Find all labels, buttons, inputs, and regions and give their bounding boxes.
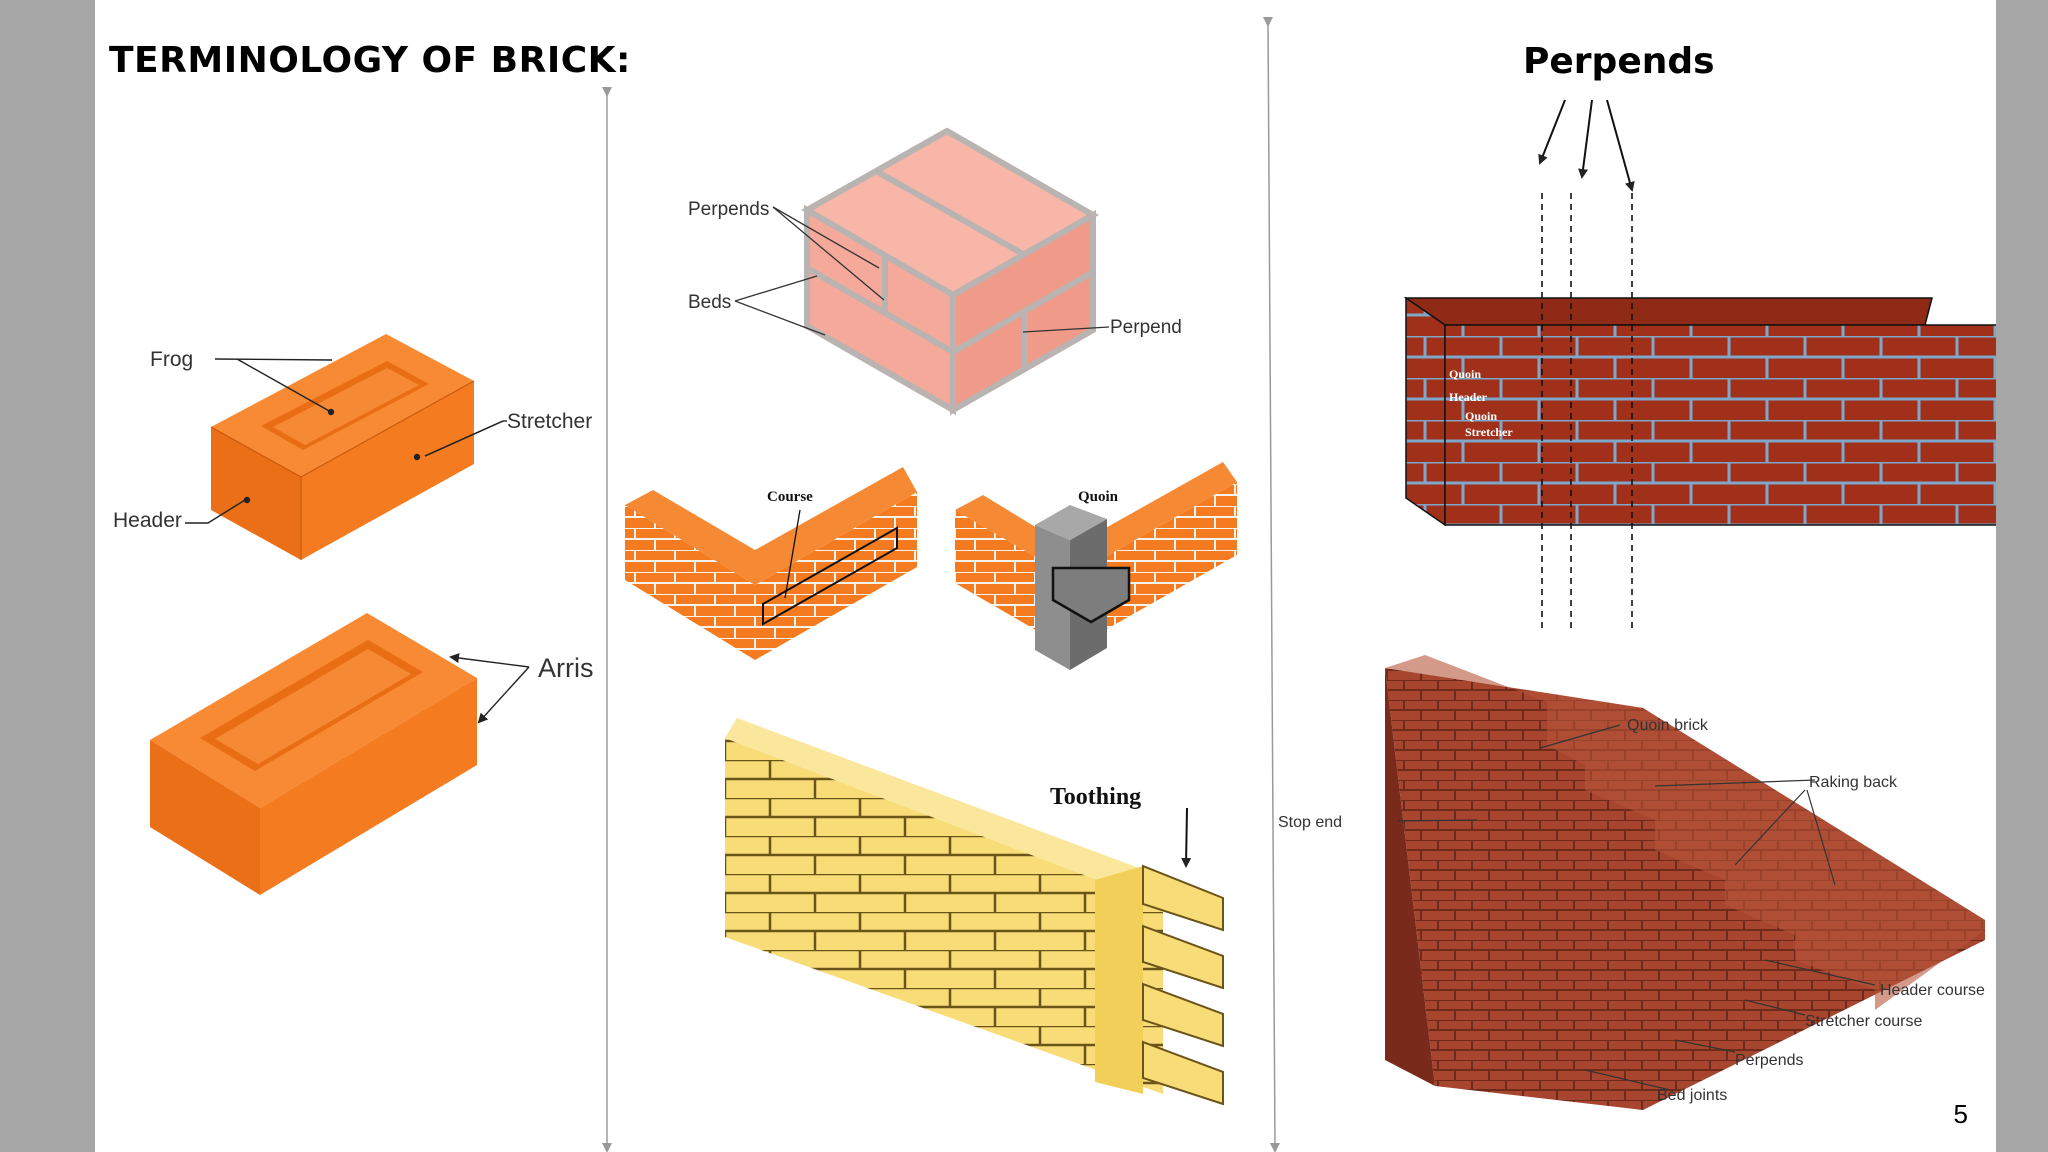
wall-label-stretcher: Stretcher xyxy=(1465,425,1513,439)
slide-title: TERMINOLOGY OF BRICK: xyxy=(109,40,631,81)
arris-leaders xyxy=(449,653,530,724)
label-raking-back: Raking back xyxy=(1809,774,1898,791)
block-leaders xyxy=(734,206,1110,336)
red-brick-wall xyxy=(1403,296,1996,527)
perpend-dashed-lines xyxy=(1541,193,1633,632)
label-frog: Frog xyxy=(150,348,193,371)
label-quoin-brick: Quoin brick xyxy=(1627,717,1709,734)
label-perpend: Perpend xyxy=(1110,317,1182,338)
label-perpends-bottom: Perpends xyxy=(1735,1052,1804,1069)
label-perpends: Perpends xyxy=(688,199,769,220)
divider-right xyxy=(1262,16,1280,1152)
label-course: Course xyxy=(767,489,813,505)
label-stop-end: Stop end xyxy=(1278,814,1342,831)
label-arris: Arris xyxy=(538,653,594,683)
label-stretcher-course: Stretcher course xyxy=(1805,1013,1922,1030)
label-toothing: Toothing xyxy=(1050,784,1141,810)
stretcher-leader xyxy=(424,420,504,457)
toothing-wall-diagram xyxy=(725,718,1224,1106)
label-perpends-title: Perpends xyxy=(1523,41,1715,82)
brick-arris-diagram xyxy=(150,613,477,895)
label-header-course: Header course xyxy=(1880,982,1985,999)
wall-label-quoin-2: Quoin xyxy=(1465,409,1497,423)
course-corner-diagram xyxy=(625,467,917,660)
page-number: 5 xyxy=(1953,1099,1968,1129)
raking-back-wall xyxy=(1385,655,1985,1110)
wall-label-quoin-1: Quoin xyxy=(1449,367,1481,381)
raking-back-leaders xyxy=(1397,724,1876,1091)
label-bed-joints: Bed joints xyxy=(1657,1087,1727,1104)
label-beds: Beds xyxy=(688,292,731,313)
label-quoin: Quoin xyxy=(1078,489,1119,505)
label-header: Header xyxy=(113,509,182,532)
diagram-canvas: Frog Stretcher Header Arris xyxy=(113,16,1996,1152)
perpends-arrows xyxy=(1538,99,1635,192)
brick-frog-diagram xyxy=(210,334,475,560)
wall-label-header: Header xyxy=(1449,390,1488,404)
label-stretcher: Stretcher xyxy=(507,410,592,433)
slide: TERMINOLOGY OF BRICK: xyxy=(95,0,1996,1152)
quoin-corner-diagram xyxy=(955,462,1237,670)
bed-perpend-block xyxy=(800,127,1100,416)
